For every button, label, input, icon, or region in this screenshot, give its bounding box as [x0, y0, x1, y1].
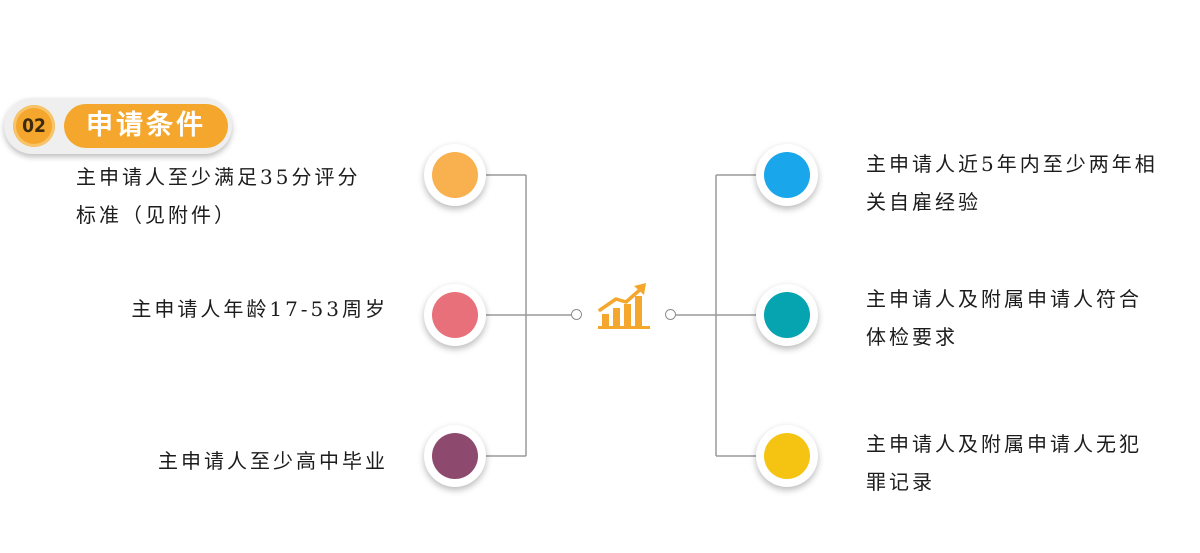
left-item-3-text: 主申请人至少高中毕业	[158, 442, 388, 480]
right-item-1-line-1: 主申请人近5年内至少两年相	[866, 152, 1158, 176]
right-node-1	[756, 144, 818, 206]
right-item-3-text: 主申请人及附属申请人无犯 罪记录	[866, 425, 1142, 501]
left-node-1	[424, 144, 486, 206]
left-node-1-dot	[432, 152, 478, 198]
left-item-1-line-2: 标准（见附件）	[76, 203, 237, 227]
left-node-2	[424, 284, 486, 346]
right-item-2-line-1: 主申请人及附属申请人符合	[866, 287, 1142, 311]
right-junction-circle	[665, 309, 676, 320]
right-node-2-dot	[764, 292, 810, 338]
growth-chart-icon	[598, 283, 650, 329]
section-number: 02	[13, 105, 55, 147]
right-node-2	[756, 284, 818, 346]
right-item-2-text: 主申请人及附属申请人符合 体检要求	[866, 280, 1142, 356]
left-item-1-text: 主申请人至少满足35分评分 标准（见附件）	[76, 158, 360, 234]
right-item-2-line-2: 体检要求	[866, 325, 958, 349]
right-node-3-dot	[764, 433, 810, 479]
right-node-3	[756, 425, 818, 487]
left-item-2-text: 主申请人年龄17-53周岁	[131, 290, 388, 328]
left-node-2-dot	[432, 292, 478, 338]
section-badge: 02 申请条件	[4, 98, 232, 154]
section-title: 申请条件	[64, 104, 228, 148]
left-node-3-dot	[432, 433, 478, 479]
right-item-3-line-2: 罪记录	[866, 470, 935, 494]
right-item-1-text: 主申请人近5年内至少两年相 关自雇经验	[866, 145, 1158, 221]
right-item-1-line-2: 关自雇经验	[866, 190, 981, 214]
right-node-1-dot	[764, 152, 810, 198]
left-item-3-line-1: 主申请人至少高中毕业	[158, 449, 388, 473]
left-item-2-line-1: 主申请人年龄17-53周岁	[131, 297, 388, 321]
left-node-3	[424, 425, 486, 487]
left-junction-circle	[571, 309, 582, 320]
right-item-3-line-1: 主申请人及附属申请人无犯	[866, 432, 1142, 456]
left-item-1-line-1: 主申请人至少满足35分评分	[76, 165, 361, 189]
